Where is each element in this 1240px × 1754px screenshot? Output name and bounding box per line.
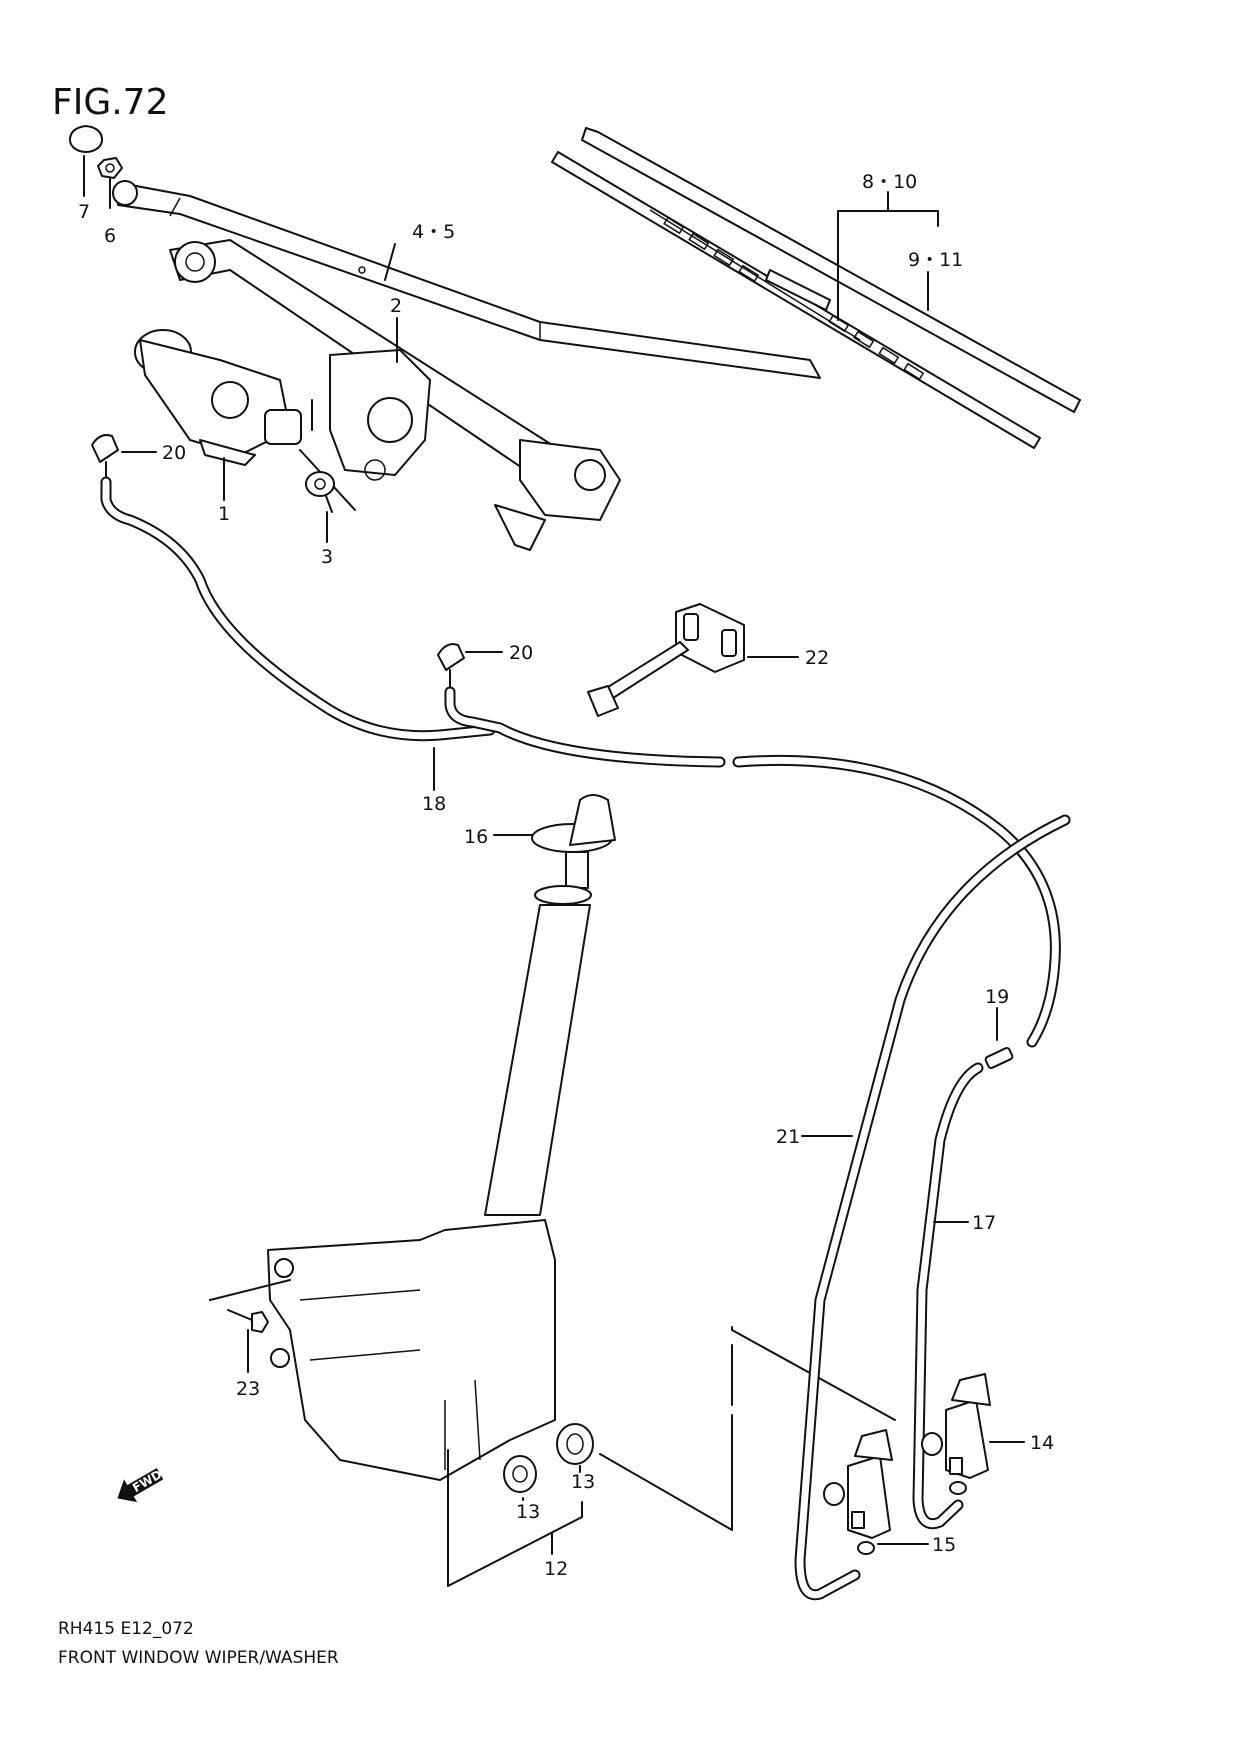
callout-13b: 13 [571,1471,595,1493]
hose-joint[interactable] [984,1047,1014,1069]
wiper-arm[interactable] [112,180,821,379]
tank-cap[interactable] [531,794,616,889]
callout-14: 14 [1030,1432,1054,1454]
diagram-caption: FRONT WINDOW WIPER/WASHER [58,1648,339,1668]
figure-title: FIG.72 [52,82,168,123]
callout-16: 16 [464,826,488,848]
callout-18: 18 [422,793,446,815]
grommet[interactable] [556,1423,594,1465]
washer-pump-2[interactable] [823,1429,893,1555]
bolt[interactable] [305,471,335,513]
tank-bolt[interactable] [227,1309,269,1333]
nut[interactable] [97,157,123,179]
washer-tank[interactable] [267,885,592,1481]
callout-17: 17 [972,1212,996,1234]
callout-4-5: 4・5 [412,221,455,243]
callout-9-11: 9・11 [908,249,963,271]
leader-23 [209,1279,291,1373]
washer-hose-17[interactable] [912,1062,984,1530]
wiper-blade[interactable] [551,127,1081,449]
callout-6: 6 [104,225,116,247]
callout-15: 15 [932,1534,956,1556]
fwd-label: FWD [130,1467,164,1495]
washer-nozzle[interactable] [91,434,119,481]
washer-hose-upper[interactable] [100,476,1061,1048]
leader-4-5 [384,243,396,281]
bracket-12 [447,1449,583,1587]
bracket-8-10 [837,210,939,321]
callout-7: 7 [78,201,90,223]
grommet-2[interactable] [503,1455,537,1493]
callout-23: 23 [236,1378,260,1400]
washer-nozzle-2[interactable] [437,643,465,691]
washer-pump[interactable] [921,1373,991,1495]
wiper-motor[interactable] [134,329,302,466]
callout-2: 2 [390,295,402,317]
callout-12: 12 [544,1558,568,1580]
hose-clamp[interactable] [587,603,745,717]
washer-hose-long[interactable] [794,814,1071,1601]
callout-13a: 13 [516,1501,540,1523]
callout-22: 22 [805,647,829,669]
callout-20a: 20 [162,442,186,464]
wiper-linkage[interactable] [169,239,621,551]
callout-21: 21 [776,1126,800,1148]
callout-1: 1 [218,503,230,525]
callout-3: 3 [321,546,333,568]
callout-20b: 20 [509,642,533,664]
diagram-code: RH415 E12_072 [58,1619,194,1639]
fwd-arrow-icon: FWD [117,1467,164,1503]
tank-ref-lines [599,1326,896,1531]
callout-19: 19 [985,986,1009,1008]
cap[interactable] [69,125,103,153]
callout-8-10: 8・10 [862,171,917,193]
